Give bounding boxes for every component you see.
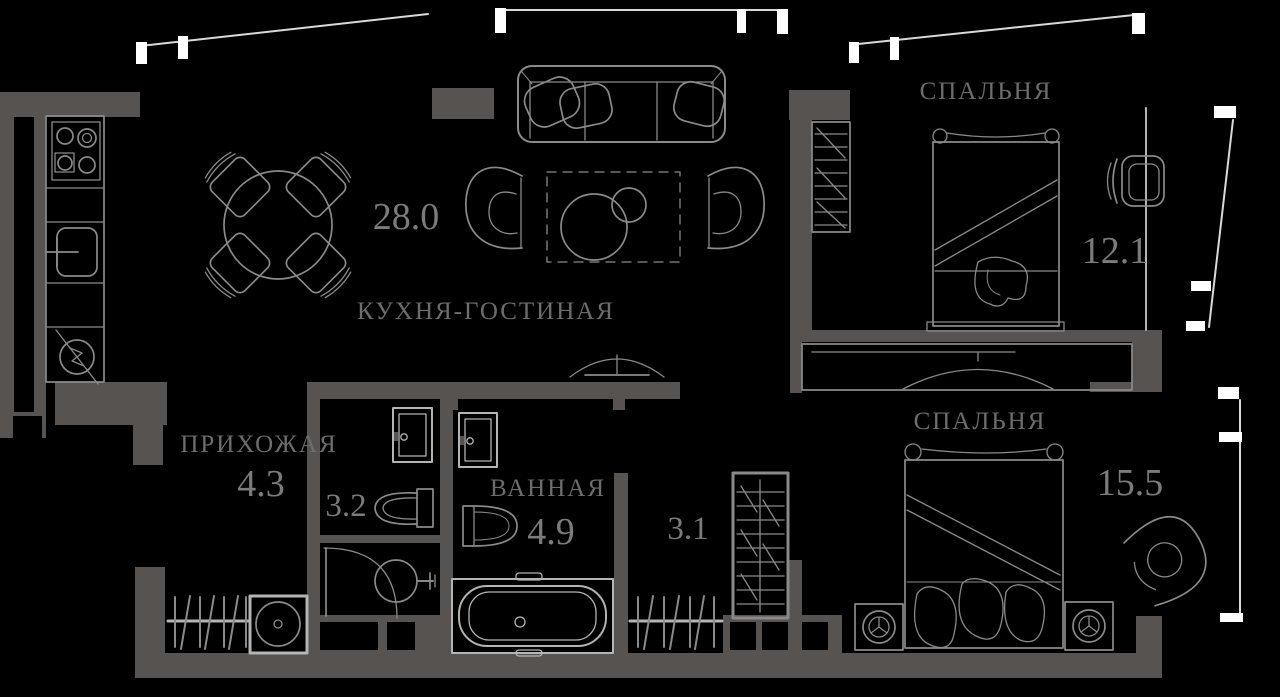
- bath-wall-toilet: [462, 505, 518, 547]
- rug: [546, 171, 681, 263]
- bedroom-top-label: СПАЛЬНЯ: [920, 78, 1053, 105]
- sofa: [517, 65, 726, 143]
- coffee-table-small: [611, 187, 647, 223]
- stove: [51, 121, 101, 181]
- kitchen-unit: [45, 115, 105, 385]
- sliding-closet: [801, 343, 1133, 391]
- chair: [204, 151, 271, 218]
- chair: [285, 232, 352, 299]
- door-leaf-wc: [392, 407, 433, 463]
- walls: [0, 88, 1162, 678]
- bathroom-area: 4.9: [527, 511, 575, 553]
- sofa-cushion: [672, 80, 726, 128]
- entry-door-arc: [323, 547, 398, 619]
- vent-shaft: [432, 88, 494, 119]
- hallway-label: ПРИХОЖАЯ: [180, 431, 337, 458]
- wc-toilet: [374, 488, 434, 528]
- dining-table: [223, 170, 333, 280]
- kitchen-living-label: КУХНЯ-ГОСТИНАЯ: [357, 298, 615, 325]
- washing-machine: [55, 329, 99, 385]
- sofa-cushion: [559, 82, 613, 130]
- hall-washer-dryer: [248, 594, 309, 655]
- closet-coat-rack: [628, 595, 724, 650]
- closet-area: 3.1: [667, 511, 708, 547]
- hallway-area: 4.3: [237, 463, 285, 505]
- bedroom-bottom-area: 15.5: [1097, 462, 1164, 504]
- armchair-right: [707, 166, 765, 250]
- bathroom-label: ВАННАЯ: [490, 475, 606, 502]
- bedroom-top-wardrobe: [811, 121, 851, 233]
- chair: [285, 151, 352, 218]
- sofa-cushion: [523, 76, 581, 128]
- bedroom-top-area: 12.1: [1082, 230, 1149, 272]
- coffee-table-large: [560, 193, 628, 261]
- kitchen-living-area: 28.0: [373, 196, 440, 238]
- labels: СПАЛЬНЯ 12.1 28.0 КУХНЯ-ГОСТИНАЯ ПРИХОЖА…: [180, 78, 1163, 553]
- nightstand-right: [1064, 601, 1114, 651]
- bed-bottom: [904, 443, 1064, 649]
- armchair-left: [465, 166, 523, 250]
- dining-set: [204, 151, 352, 299]
- washbasin: [374, 559, 436, 603]
- door-arc-living: [569, 354, 665, 378]
- desk-chair: [1106, 155, 1165, 207]
- bed-top: [926, 128, 1065, 332]
- wc-area: 3.2: [325, 488, 366, 524]
- chair: [204, 232, 271, 299]
- hall-coat-rack: [166, 595, 250, 650]
- bathtub: [451, 572, 614, 657]
- door-leaf-bath: [458, 412, 498, 468]
- kitchen-sink: [45, 227, 98, 277]
- nightstand-left: [854, 603, 904, 651]
- bedroom-bottom-label: СПАЛЬНЯ: [914, 408, 1047, 435]
- glazing-balcony: [136, 8, 1243, 622]
- bedroom-armchair: [1123, 516, 1207, 607]
- closet-wardrobe: [731, 471, 790, 620]
